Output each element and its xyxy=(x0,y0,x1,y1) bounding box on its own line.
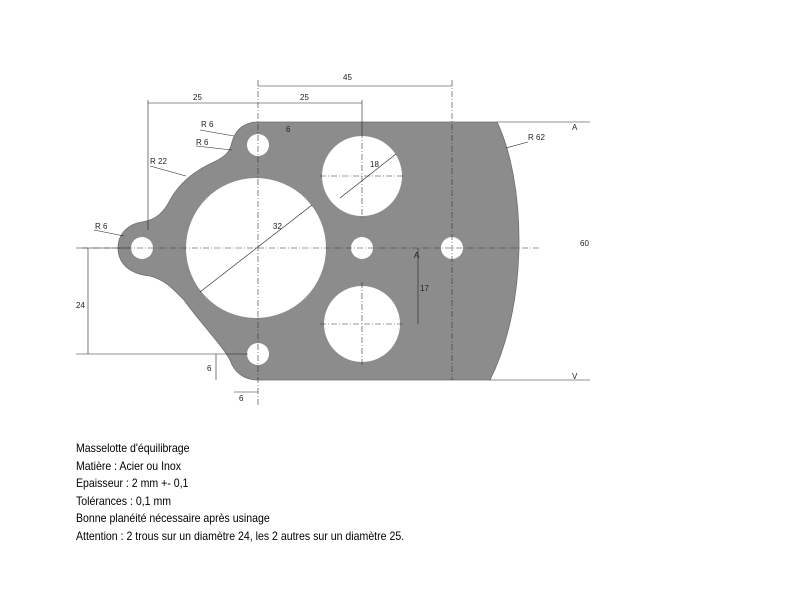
d24-label: 24 xyxy=(76,301,85,310)
r6-left-leader xyxy=(93,229,125,237)
dim-6-top-label: 6 xyxy=(286,125,291,134)
r6-top1-label: R 6 xyxy=(201,120,214,129)
dim-6-horiz-label: 6 xyxy=(239,394,244,403)
r6-top2-label: R 6 xyxy=(196,138,209,147)
r62-label: R 62 xyxy=(528,133,545,142)
dim-25-right-label: 25 xyxy=(300,93,309,102)
drawing-notes: Masselotte d'équilibrage Matière : Acier… xyxy=(76,440,596,545)
dim-45-label: 45 xyxy=(343,73,352,82)
section-mark-top: A xyxy=(572,123,578,132)
note-title: Masselotte d'équilibrage xyxy=(76,441,190,455)
technical-drawing: 45 25 25 R 6 R 6 6 R 22 R 6 R 62 18 32 6… xyxy=(76,73,590,405)
r22-label: R 22 xyxy=(150,157,167,166)
dim-25-left-label: 25 xyxy=(193,93,202,102)
section-mark-small: A xyxy=(414,251,420,260)
r6-left-label: R 6 xyxy=(95,222,108,231)
r6-top2-leader xyxy=(195,145,233,151)
hole-small-bottom xyxy=(247,343,269,365)
section-mark-bottom: V xyxy=(572,372,578,381)
d32-leader xyxy=(199,204,313,293)
d18-label: 18 xyxy=(370,160,379,169)
note-tolerances: Tolérances : 0,1 mm xyxy=(76,493,172,508)
r6-top1-leader xyxy=(199,129,235,137)
hole-small-top xyxy=(247,134,269,156)
d18-leader xyxy=(339,153,397,199)
note-material: Matière : Acier ou Inox xyxy=(76,458,182,473)
r62-leader xyxy=(505,141,529,149)
r22-leader xyxy=(149,165,187,177)
note-thickness: Epaisseur : 2 mm +- 0,1 xyxy=(76,476,189,490)
d32-label: 32 xyxy=(273,222,282,231)
note-attention: Attention : 2 trous sur un diamètre 24, … xyxy=(76,528,405,543)
d60-label: 60 xyxy=(580,239,589,248)
dim-6-vert-label: 6 xyxy=(207,364,212,373)
note-flatness: Bonne planéité nécessaire après usinage xyxy=(76,511,270,525)
d17-label: 17 xyxy=(420,284,429,293)
